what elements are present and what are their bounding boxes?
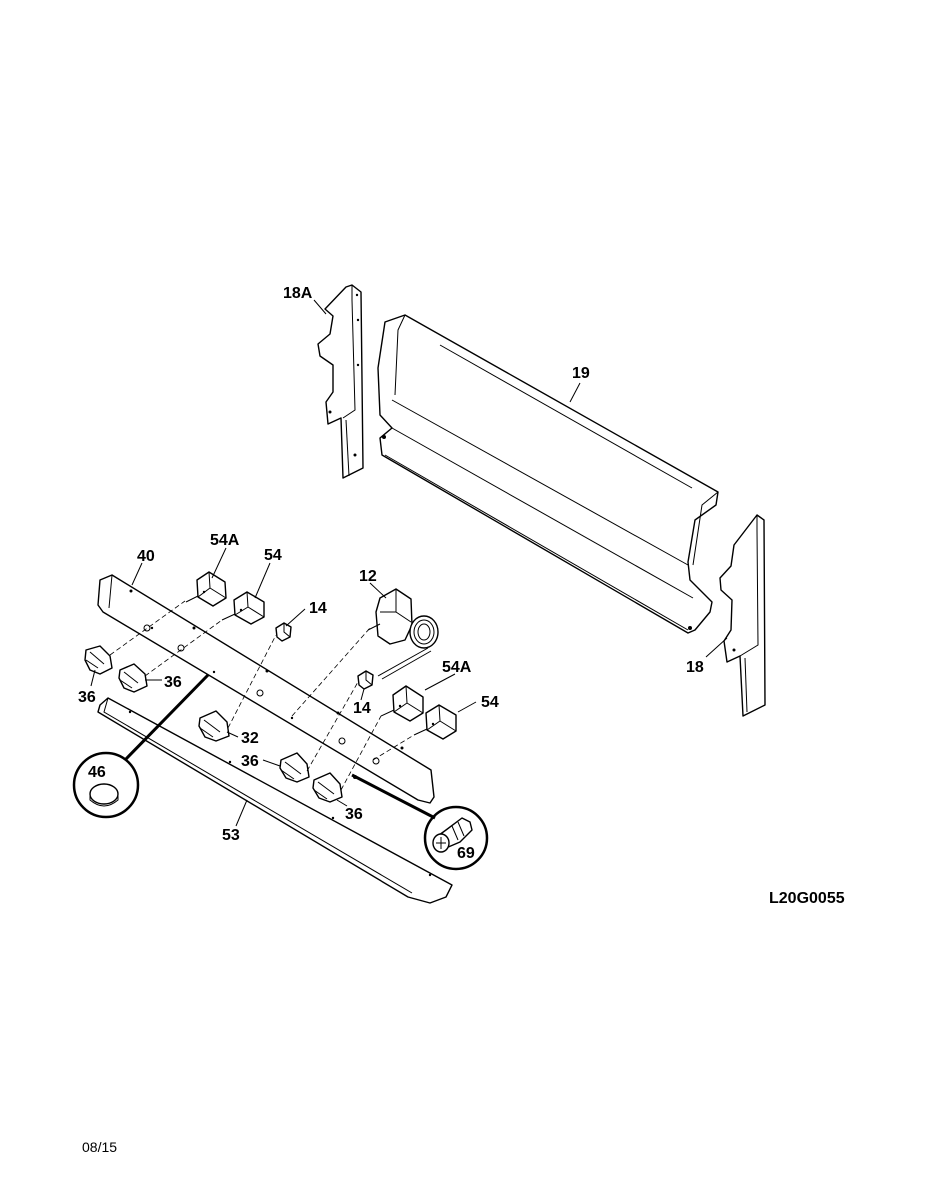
knob-36-d — [312, 772, 343, 803]
assembly-lines — [109, 600, 415, 791]
label-54-top: 54 — [264, 547, 282, 564]
part-18A-left-end-bracket — [317, 284, 364, 479]
light-14-bottom — [357, 670, 374, 690]
label-40: 40 — [137, 548, 155, 565]
part-19-backguard-panel — [377, 314, 719, 634]
label-14-top: 14 — [309, 600, 327, 617]
switch-54A-bottom — [380, 685, 424, 722]
detail-69-screw — [351, 773, 489, 871]
detail-46-plug-button — [72, 673, 210, 819]
label-19: 19 — [572, 365, 590, 382]
callout-labels: 18A 19 18 40 54A 54 14 12 36 36 14 54A 5… — [78, 285, 704, 862]
label-69: 69 — [457, 845, 475, 862]
knob-36-a — [84, 645, 113, 675]
knob-36-b — [118, 663, 148, 693]
switch-54-bottom — [413, 704, 457, 740]
part-40-control-panel — [97, 574, 435, 804]
label-53: 53 — [222, 827, 240, 844]
switch-54A-top — [185, 571, 227, 607]
label-18: 18 — [686, 659, 704, 676]
light-14-top — [275, 622, 292, 642]
label-54A-top: 54A — [210, 532, 240, 549]
label-36-c: 36 — [241, 753, 259, 770]
label-12: 12 — [359, 568, 377, 585]
label-36-a: 36 — [78, 689, 96, 706]
label-36-b: 36 — [164, 674, 182, 691]
switch-54-top — [221, 591, 265, 625]
knob-36-c — [279, 752, 310, 783]
drawing-code: L20G0055 — [769, 890, 845, 907]
label-54-bottom: 54 — [481, 694, 499, 711]
label-18A: 18A — [283, 285, 313, 302]
revision-date: 08/15 — [82, 1139, 117, 1155]
knob-32 — [198, 710, 230, 742]
label-46: 46 — [88, 764, 106, 781]
label-36-d: 36 — [345, 806, 363, 823]
label-32: 32 — [241, 730, 259, 747]
thermostat-12 — [367, 588, 439, 680]
part-53-trim-strip — [97, 697, 453, 904]
part-18-right-end-bracket — [719, 514, 766, 717]
label-54A-bottom: 54A — [442, 659, 472, 676]
label-14-bottom: 14 — [353, 700, 371, 717]
leader-lines — [90, 299, 728, 827]
